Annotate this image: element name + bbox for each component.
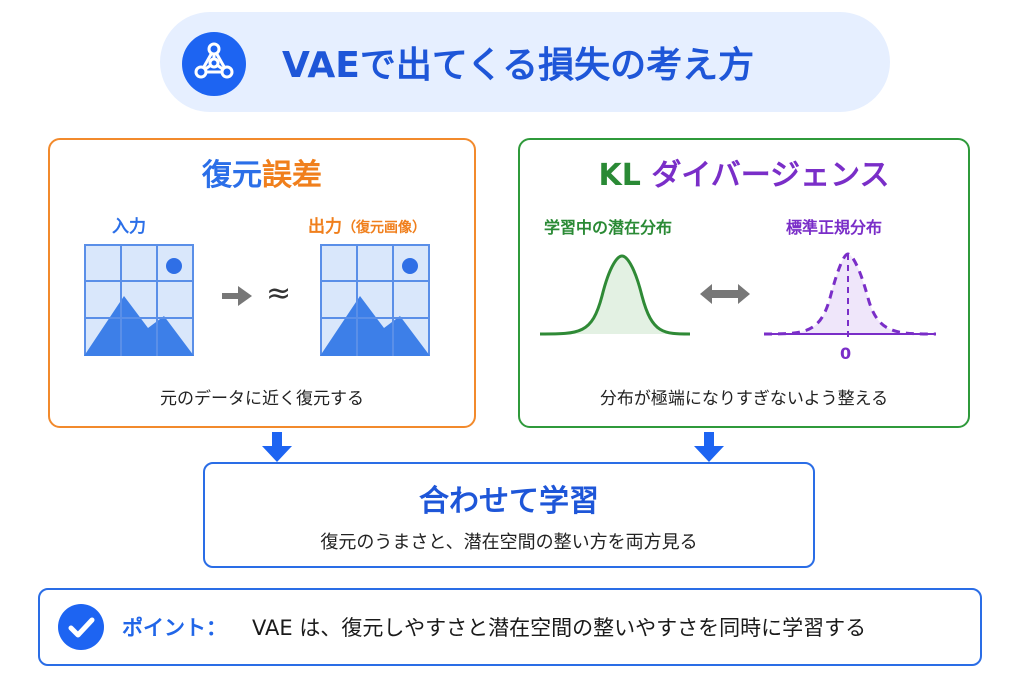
standard-normal-label: 標準正規分布	[786, 218, 883, 237]
check-icon	[58, 604, 104, 650]
latent-distribution-label: 学習中の潜在分布	[544, 218, 673, 237]
kl-heading: KL ダイバージェンス	[598, 158, 890, 193]
combined-training-title: 合わせて学習	[419, 484, 599, 519]
down-arrow-icon	[694, 432, 724, 466]
input-label: 入力	[112, 217, 146, 237]
reconstruction-caption: 元のデータに近く復元する	[160, 389, 364, 409]
double-arrow-icon	[700, 284, 750, 308]
key-point-box	[38, 588, 982, 666]
network-nodes-icon	[182, 32, 246, 96]
title-banner	[160, 12, 890, 112]
reconstruction-heading: 復元誤差	[202, 158, 322, 193]
down-arrow-icon	[262, 432, 292, 466]
output-label: 出力（復元画像）	[308, 217, 426, 237]
right-arrow-icon	[222, 286, 252, 310]
page-title: VAEで出てくる損失の考え方	[282, 45, 755, 86]
standard-normal-curve	[763, 246, 937, 350]
approx-symbol: ≈	[266, 276, 292, 311]
input-image-icon	[84, 244, 194, 360]
output-image-icon	[320, 244, 430, 360]
combined-training-box	[203, 462, 815, 568]
combined-training-subtitle: 復元のうまさと、潜在空間の整い方を両方見る	[320, 532, 698, 553]
latent-distribution-curve	[539, 246, 691, 342]
kl-caption: 分布が極端になりすぎないよう整える	[599, 389, 889, 409]
zero-tick-label: 0	[840, 344, 852, 363]
kl-divergence-panel	[518, 138, 970, 428]
key-point-label: ポイント：	[122, 616, 227, 640]
key-point-text: VAE は、復元しやすさと潜在空間の整いやすさを同時に学習する	[252, 616, 867, 640]
